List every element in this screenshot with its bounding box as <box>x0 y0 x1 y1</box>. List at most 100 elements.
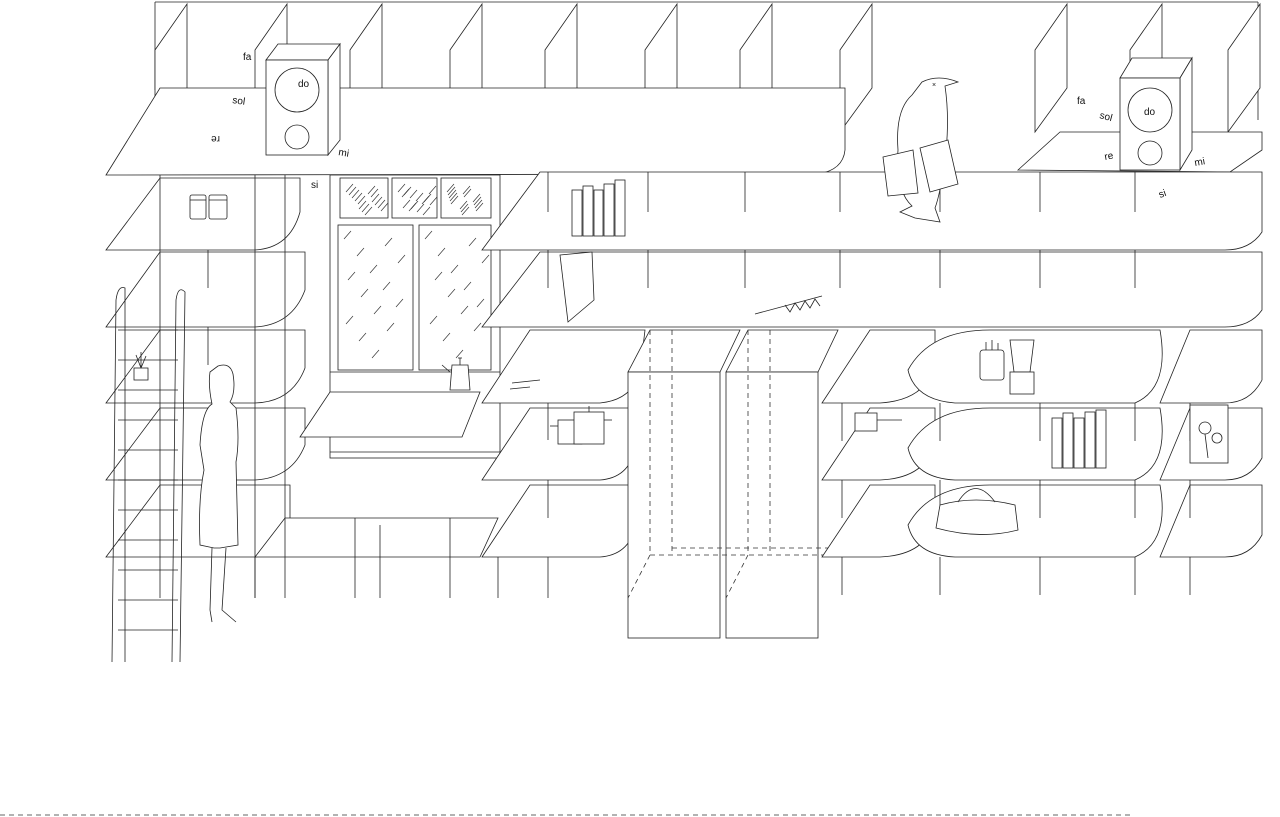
hatch-3-13 <box>386 322 395 332</box>
hatch-0-12 <box>357 195 366 205</box>
utensil-jar-icon <box>979 340 1005 381</box>
hatch-3-9 <box>397 254 406 264</box>
top-partition-8 <box>1034 2 1068 134</box>
middle-shelves <box>481 171 1263 328</box>
hatch-1-5 <box>429 196 438 206</box>
hatch-2-1 <box>459 200 468 210</box>
hatch-3-12 <box>373 305 382 315</box>
blender-icon <box>1009 339 1035 395</box>
hatch-2-5 <box>473 196 482 206</box>
hatch-4-12 <box>460 305 469 315</box>
hatch-1-10 <box>428 185 437 195</box>
mid-partitions <box>547 172 1136 288</box>
note-si-right: si <box>1157 188 1168 201</box>
note-fa-left: fa <box>243 52 252 63</box>
hatch-3-0 <box>343 230 352 240</box>
hatch-0-7 <box>364 206 373 216</box>
hatch-1-11 <box>408 202 417 212</box>
hatch-3-5 <box>345 315 354 325</box>
hatch-1-6 <box>409 189 418 199</box>
hatch-2-12 <box>450 195 459 205</box>
saw-icon <box>754 295 823 315</box>
penguin-icon: × <box>882 77 960 223</box>
hatch-1-12 <box>421 195 430 205</box>
hatch-3-1 <box>356 247 365 257</box>
hatch-4-5 <box>429 315 438 325</box>
hatch-4-10 <box>434 271 443 281</box>
hatch-0-6 <box>351 189 360 199</box>
hatch-2-13 <box>463 188 472 198</box>
pan-icon <box>854 412 902 432</box>
note-mi-left: mi <box>337 147 349 160</box>
speaker-right-icon <box>1119 56 1193 172</box>
center-left-shelves <box>481 329 646 598</box>
hatch-4-6 <box>442 332 451 342</box>
hatch-2-10 <box>462 185 471 195</box>
hatch-4-11 <box>447 288 456 298</box>
hatch-2-0 <box>446 183 455 193</box>
hatch-0-11 <box>380 202 389 212</box>
hatch-4-8 <box>468 237 477 247</box>
hatch-0-4 <box>361 203 370 213</box>
window-desk <box>299 391 481 438</box>
hatch-1-4 <box>416 203 425 213</box>
hatch-0-1 <box>358 200 367 210</box>
svg-text:×: × <box>932 82 936 89</box>
hatch-0-3 <box>348 186 357 196</box>
hatch-4-13 <box>473 322 482 332</box>
hatch-0-0 <box>345 183 354 193</box>
note-si-left: si <box>311 180 318 191</box>
hatch-1-0 <box>397 183 406 193</box>
utensils-icon <box>509 379 541 390</box>
note-mi-right: mi <box>1194 156 1206 169</box>
hatch-4-9 <box>481 254 490 264</box>
hatch-0-2 <box>371 193 380 203</box>
hatch-3-10 <box>347 271 356 281</box>
bag-icon <box>935 488 1019 535</box>
fridge-icon <box>627 329 839 639</box>
hatch-3-7 <box>371 349 380 359</box>
note-do-right: do <box>1144 107 1156 118</box>
kettle-icon <box>441 357 471 391</box>
note-re-right: re <box>1104 151 1115 163</box>
hatch-0-13 <box>370 188 379 198</box>
hatch-3-2 <box>369 264 378 274</box>
hatch-1-13 <box>401 188 410 198</box>
hatch-3-3 <box>382 281 391 291</box>
hatch-2-9 <box>449 192 458 202</box>
hatch-4-4 <box>476 298 485 308</box>
note-re-left: re <box>211 133 220 144</box>
hatch-2-4 <box>460 203 469 213</box>
ladder-icon <box>111 287 186 663</box>
jars-icon <box>189 194 228 220</box>
hatch-1-9 <box>415 192 424 202</box>
note-do-left: do <box>298 79 310 90</box>
person-icon <box>199 364 239 623</box>
hatch-0-9 <box>354 192 363 202</box>
note-sol-left: sol <box>232 95 246 108</box>
hatch-4-0 <box>424 230 433 240</box>
hatch-0-5 <box>374 196 383 206</box>
pots-icon <box>550 406 612 445</box>
top-partition-10 <box>1227 2 1261 134</box>
hatch-4-7 <box>455 349 464 359</box>
notes-left: fa do sol re mi si <box>211 52 350 191</box>
left-shelves <box>105 175 306 598</box>
hatch-2-11 <box>475 202 484 212</box>
hatch-0-8 <box>377 199 386 209</box>
hatch-1-7 <box>422 206 431 216</box>
hatch-2-8 <box>474 199 483 209</box>
flower-box-icon <box>1189 404 1229 464</box>
hatch-3-11 <box>360 288 369 298</box>
speaker-left-icon <box>265 42 341 157</box>
books-right-icon <box>1051 409 1107 469</box>
hatch-2-2 <box>472 193 481 203</box>
books-icon <box>559 179 626 323</box>
hatch-4-2 <box>450 264 459 274</box>
lower-bench <box>254 517 499 598</box>
hatch-4-1 <box>437 247 446 257</box>
hatch-0-10 <box>367 185 376 195</box>
hatch-2-6 <box>448 189 457 199</box>
hatch-2-3 <box>447 186 456 196</box>
